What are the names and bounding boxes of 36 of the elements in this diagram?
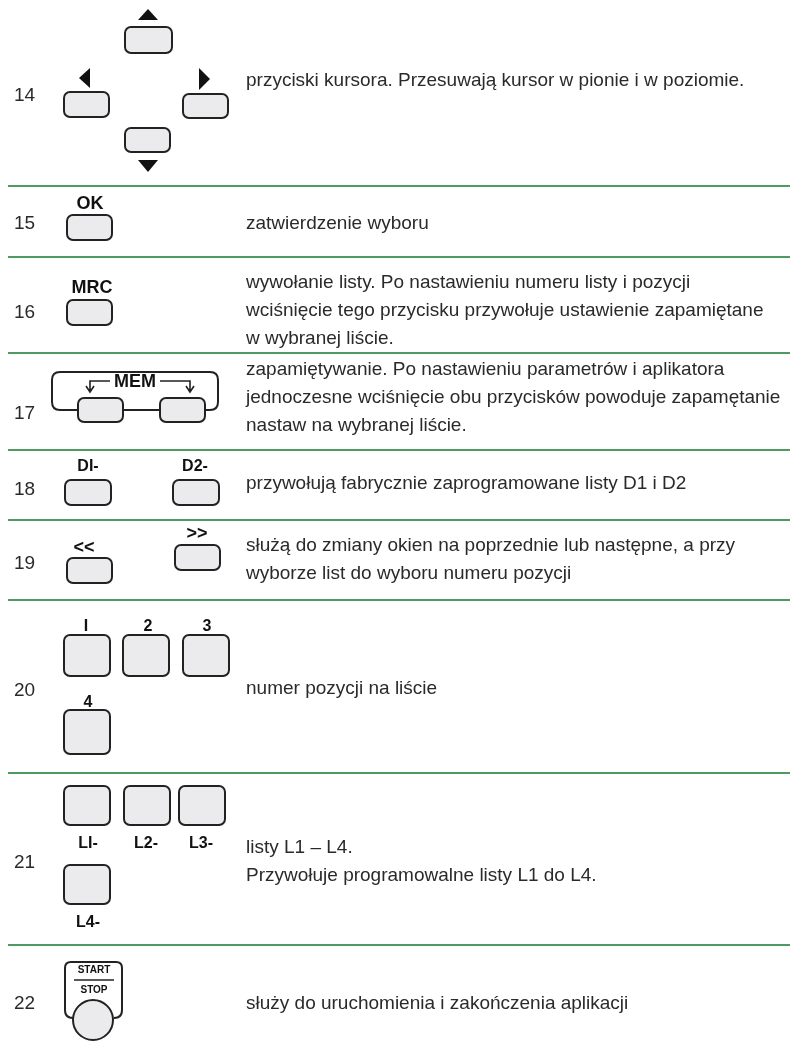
key-label: 3 bbox=[202, 618, 212, 634]
row-number: 17 bbox=[14, 402, 36, 424]
description-text: listy L1 – L4. bbox=[246, 835, 354, 859]
key-label: STOP bbox=[80, 985, 108, 995]
key-label: 4 bbox=[83, 694, 93, 710]
description-text: przywołują fabrycznie zaprogramowane listy D1 i D2 bbox=[246, 471, 688, 495]
row-number: 14 bbox=[14, 84, 36, 106]
key-label: OK bbox=[76, 194, 104, 212]
row-number: 22 bbox=[14, 992, 36, 1014]
key-label: L2- bbox=[134, 835, 158, 851]
key-label: L3- bbox=[189, 835, 213, 851]
row-number: 21 bbox=[14, 851, 36, 873]
row-number: 19 bbox=[14, 552, 36, 574]
description-text: zatwierdzenie wyboru bbox=[246, 211, 430, 235]
row-number: 15 bbox=[14, 212, 36, 234]
key-label: D2- bbox=[182, 458, 208, 474]
key-label: MRC bbox=[71, 278, 113, 296]
row-number: 18 bbox=[14, 478, 36, 500]
description-text: przyciski kursora. Przesuwają kursor w pionie i w poziomie. bbox=[246, 68, 746, 92]
description-text: wywołanie listy. Po nastawieniu numeru listy i pozycji wciśnięcie tego przycisku przywołuje ustawienie zapamiętane w wybranej liście. bbox=[246, 270, 765, 350]
key-label: >> bbox=[186, 524, 208, 542]
description-text: numer pozycji na liście bbox=[246, 676, 439, 700]
row-number: 20 bbox=[14, 679, 36, 701]
key-label: DI- bbox=[77, 458, 99, 474]
key-label: MEM bbox=[114, 372, 156, 390]
key-label: << bbox=[73, 538, 95, 556]
key-label: LI- bbox=[78, 835, 98, 851]
description-text: Przywołuje programowalne listy L1 do L4. bbox=[246, 863, 598, 887]
row-number: 16 bbox=[14, 301, 36, 323]
description-text: służą do zmiany okien na poprzednie lub następne, a przy wyborze list do wyboru numeru pozycji bbox=[246, 533, 737, 585]
description-text: zapamiętywanie. Po nastawieniu parametrów i aplikatora jednoczesne wciśnięcie obu przycisków powoduje zapamętanie nastaw na wybranej liście. bbox=[246, 357, 781, 437]
key-label: START bbox=[77, 965, 111, 975]
key-label: 2 bbox=[143, 618, 153, 634]
key-label: L4- bbox=[76, 914, 100, 930]
description-text: służy do uruchomienia i zakończenia aplikacji bbox=[246, 991, 630, 1015]
key-label: I bbox=[83, 618, 89, 634]
